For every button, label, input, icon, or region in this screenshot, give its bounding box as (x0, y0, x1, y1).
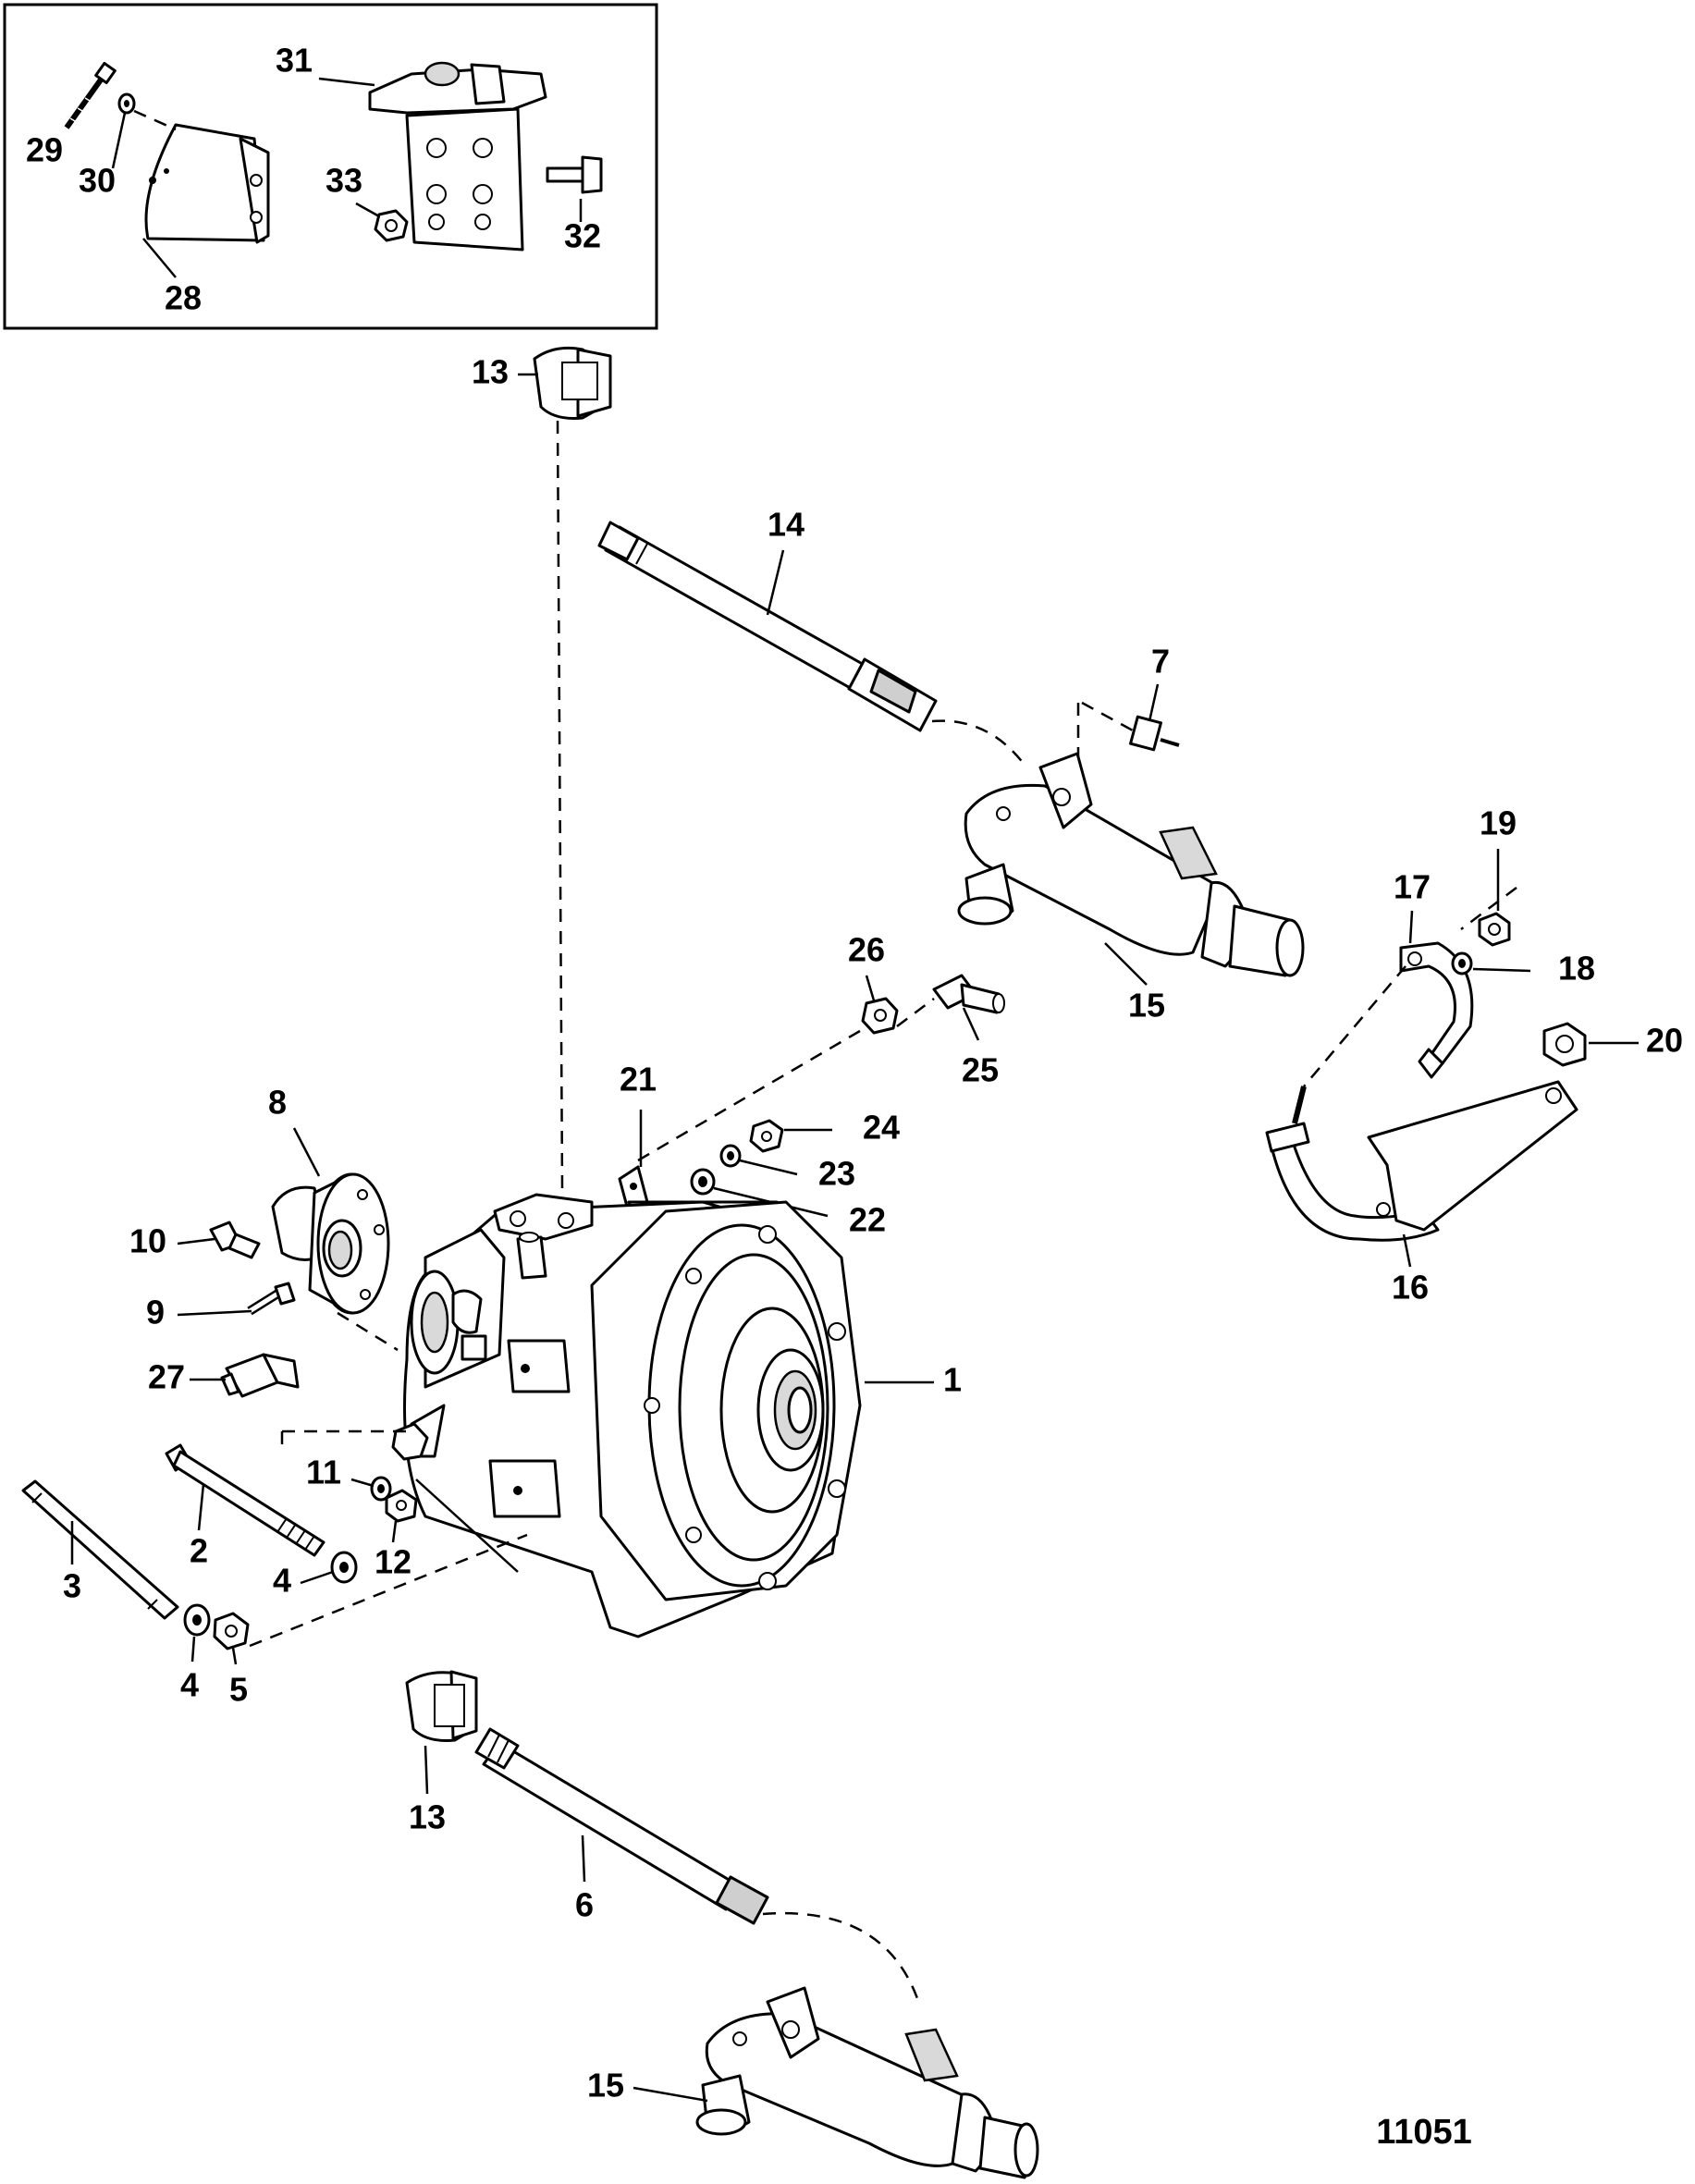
callout-26: 26 (848, 931, 885, 969)
callout-6: 6 (575, 1886, 594, 1924)
part-24-nut (749, 1119, 784, 1153)
callout-17: 17 (1394, 868, 1431, 906)
callout-20: 20 (1646, 1022, 1683, 1060)
callout-15b: 15 (587, 2067, 624, 2104)
part-23-washer (719, 1144, 742, 1168)
callout-1: 1 (943, 1361, 962, 1399)
callout-2: 2 (190, 1532, 208, 1570)
part-7-sender (1129, 715, 1180, 752)
part-32-bolt (546, 155, 603, 194)
callout-labels: 1 2 3 4 4 5 6 7 8 9 10 11 12 13 13 14 15… (26, 42, 1683, 2104)
callout-31: 31 (276, 42, 313, 80)
callout-14: 14 (768, 506, 805, 544)
part-30-washer (117, 92, 136, 115)
inset-panel (3, 3, 658, 330)
part-28-bracket (144, 123, 270, 244)
callout-25: 25 (962, 1051, 999, 1089)
part-14-shaft-upper (597, 521, 938, 732)
callout-15a: 15 (1128, 987, 1165, 1025)
callout-16: 16 (1392, 1269, 1429, 1307)
callout-27: 27 (148, 1358, 185, 1396)
part-3-stud (21, 1479, 179, 1620)
part-20-locknut (1542, 1022, 1587, 1067)
callout-4b: 4 (180, 1666, 199, 1704)
part-16-strap-bracket (1265, 1080, 1578, 1242)
part-26-nut (861, 997, 899, 1035)
part-4-washer-a (330, 1551, 358, 1584)
part-1-transmission (403, 1193, 862, 1638)
figure-id: 11051 (1376, 2113, 1472, 2152)
part-11-washer (370, 1476, 392, 1502)
part-13-elbow-top (533, 346, 612, 420)
callout-8: 8 (268, 1084, 287, 1122)
callout-21: 21 (620, 1061, 657, 1098)
callout-3: 3 (63, 1567, 81, 1605)
callout-5: 5 (229, 1671, 248, 1709)
callout-30: 30 (79, 162, 116, 200)
part-2-bolt (165, 1443, 325, 1557)
part-19-nut (1478, 912, 1511, 947)
part-8-coupler (271, 1172, 390, 1315)
callout-22: 22 (849, 1201, 886, 1239)
part-33-nut (374, 209, 409, 242)
part-25-fitting (932, 974, 1005, 1014)
part-10-fitting (209, 1221, 261, 1259)
callout-29: 29 (26, 131, 63, 169)
part-27-sensor (220, 1353, 300, 1398)
part-15-manifold-upper (957, 752, 1305, 977)
callout-4a: 4 (273, 1562, 291, 1600)
callout-7: 7 (1151, 643, 1170, 681)
callout-18: 18 (1558, 950, 1595, 988)
callout-24: 24 (863, 1109, 900, 1147)
part-29-screw (64, 61, 117, 129)
part-6-shaft-lower (474, 1727, 769, 1925)
part-22-washer (690, 1168, 716, 1196)
callout-19: 19 (1480, 804, 1517, 842)
callout-13a: 13 (472, 353, 509, 391)
part-12-nut (385, 1422, 429, 1523)
part-13-elbow-bottom (405, 1670, 478, 1742)
callout-13b: 13 (409, 1798, 446, 1836)
callout-33: 33 (325, 162, 362, 200)
callout-11: 11 (306, 1454, 341, 1491)
part-15-manifold-lower (695, 1986, 1039, 2179)
part-5-nut (213, 1612, 250, 1650)
part-31-bracket (368, 61, 547, 252)
callout-12: 12 (375, 1543, 411, 1581)
callout-32: 32 (564, 217, 601, 255)
part-18-washer (1451, 951, 1473, 975)
callout-10: 10 (129, 1222, 166, 1260)
callout-28: 28 (165, 279, 202, 317)
callout-9: 9 (146, 1294, 165, 1331)
callout-23: 23 (818, 1155, 855, 1193)
part-4-washer-b (183, 1603, 211, 1637)
part-9-bolt (247, 1282, 296, 1316)
